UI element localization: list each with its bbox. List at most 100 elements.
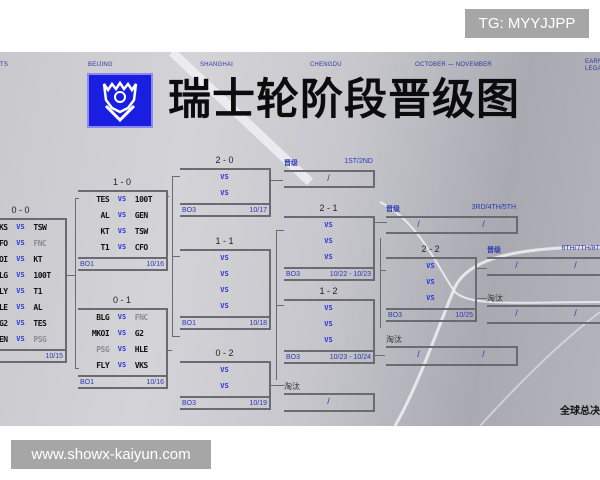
- divider: [284, 216, 375, 218]
- team-left: GEN: [0, 334, 8, 344]
- match-row[interactable]: VS: [386, 291, 475, 305]
- match-row[interactable]: VS: [180, 267, 269, 281]
- match-row[interactable]: VS: [180, 299, 269, 313]
- divider: [78, 190, 168, 192]
- match-row[interactable]: VS: [284, 317, 373, 331]
- team-left: KT: [100, 226, 110, 236]
- match-row[interactable]: VS: [386, 259, 475, 273]
- match-date: 10/16: [146, 378, 164, 386]
- vs-label: VS: [220, 270, 229, 278]
- round-record: 0 - 0: [11, 205, 30, 215]
- team-slot: /: [515, 260, 518, 270]
- round-record: 2 - 2: [421, 244, 440, 254]
- match-row[interactable]: BLGVS100T: [0, 268, 65, 282]
- team-left: G2: [0, 318, 8, 328]
- match-row[interactable]: CFOVSFNC: [0, 236, 65, 250]
- match-row[interactable]: HLE VS AL: [0, 300, 65, 314]
- match-row[interactable]: VS: [180, 363, 269, 377]
- vs-label: VS: [16, 255, 25, 263]
- vs-label: VS: [117, 329, 127, 337]
- match-row[interactable]: VS: [180, 283, 269, 297]
- match-row[interactable]: VS: [180, 251, 269, 265]
- match-row[interactable]: VS: [180, 170, 269, 184]
- match-row[interactable]: VS: [284, 218, 373, 232]
- match-row[interactable]: VS: [180, 186, 269, 200]
- vs-label: VS: [117, 227, 127, 235]
- box-title: 淘汰: [386, 335, 402, 344]
- match-format: BO3: [286, 353, 301, 361]
- team-left: TES: [96, 194, 110, 204]
- match-row[interactable]: MKOIVSKT: [0, 252, 65, 266]
- divider: [78, 308, 168, 310]
- divider: [284, 393, 375, 395]
- match-row[interactable]: GENVSPSG: [0, 332, 65, 346]
- page-title: 瑞士轮阶段晋级图: [168, 75, 520, 125]
- vs-label: VS: [426, 262, 435, 270]
- match-row[interactable]: KT VS TSW: [78, 224, 166, 238]
- slots: //: [386, 219, 516, 229]
- match-row[interactable]: VS: [180, 379, 269, 393]
- vs-label: VS: [324, 253, 333, 261]
- match-row[interactable]: VS: [284, 250, 373, 264]
- team-left: FLY: [96, 360, 110, 370]
- team-slot: /: [515, 308, 518, 318]
- vs-label: VS: [117, 313, 127, 321]
- match-date: 10/22 - 10/23: [329, 270, 371, 278]
- bracket-connector: [172, 176, 180, 177]
- box-places: 1ST/2ND: [344, 158, 373, 165]
- match-row[interactable]: VKSVSTSW: [0, 220, 65, 234]
- vs-label: VS: [16, 287, 25, 295]
- vs-label: VS: [220, 189, 229, 197]
- match-row[interactable]: VS: [284, 301, 373, 315]
- team-right: AL: [33, 302, 43, 312]
- vs-label: VS: [220, 366, 229, 374]
- vs-label: VS: [324, 221, 333, 229]
- city-label: SHANGHAI: [200, 62, 233, 68]
- team-right: KT: [33, 254, 43, 264]
- city-label: CHENGDU: [310, 62, 342, 68]
- divider: [180, 361, 271, 363]
- box-title: 淘汰: [284, 382, 300, 391]
- team-right: VKS: [134, 360, 148, 370]
- team-slot: /: [417, 219, 420, 229]
- team-right: T1: [33, 286, 43, 296]
- match-row[interactable]: VS: [386, 275, 475, 289]
- divider: [386, 346, 518, 348]
- team-right: G2: [134, 328, 144, 338]
- team-left: HLE: [0, 302, 8, 312]
- vs-label: VS: [16, 223, 25, 231]
- vs-label: VS: [16, 303, 25, 311]
- team-slot: /: [417, 349, 420, 359]
- bracket-connector: [375, 355, 385, 356]
- bracket-connector: [380, 238, 381, 328]
- city-label: TS: [0, 62, 9, 68]
- bracket-connector: [380, 270, 386, 271]
- team-right: TSW: [134, 226, 148, 236]
- match-row[interactable]: VS: [284, 333, 373, 347]
- bracket-connector: [75, 198, 79, 199]
- bracket-connector: [67, 275, 75, 276]
- match-date: 10/18: [249, 319, 267, 327]
- bracket-connector: [168, 350, 172, 351]
- match-row[interactable]: FLYVST1: [0, 284, 65, 298]
- bracket-connector: [75, 368, 79, 369]
- box-title: 晋级: [386, 206, 400, 213]
- match-row[interactable]: VS: [284, 234, 373, 248]
- team-left: AL: [100, 210, 110, 220]
- vs-label: VS: [324, 320, 333, 328]
